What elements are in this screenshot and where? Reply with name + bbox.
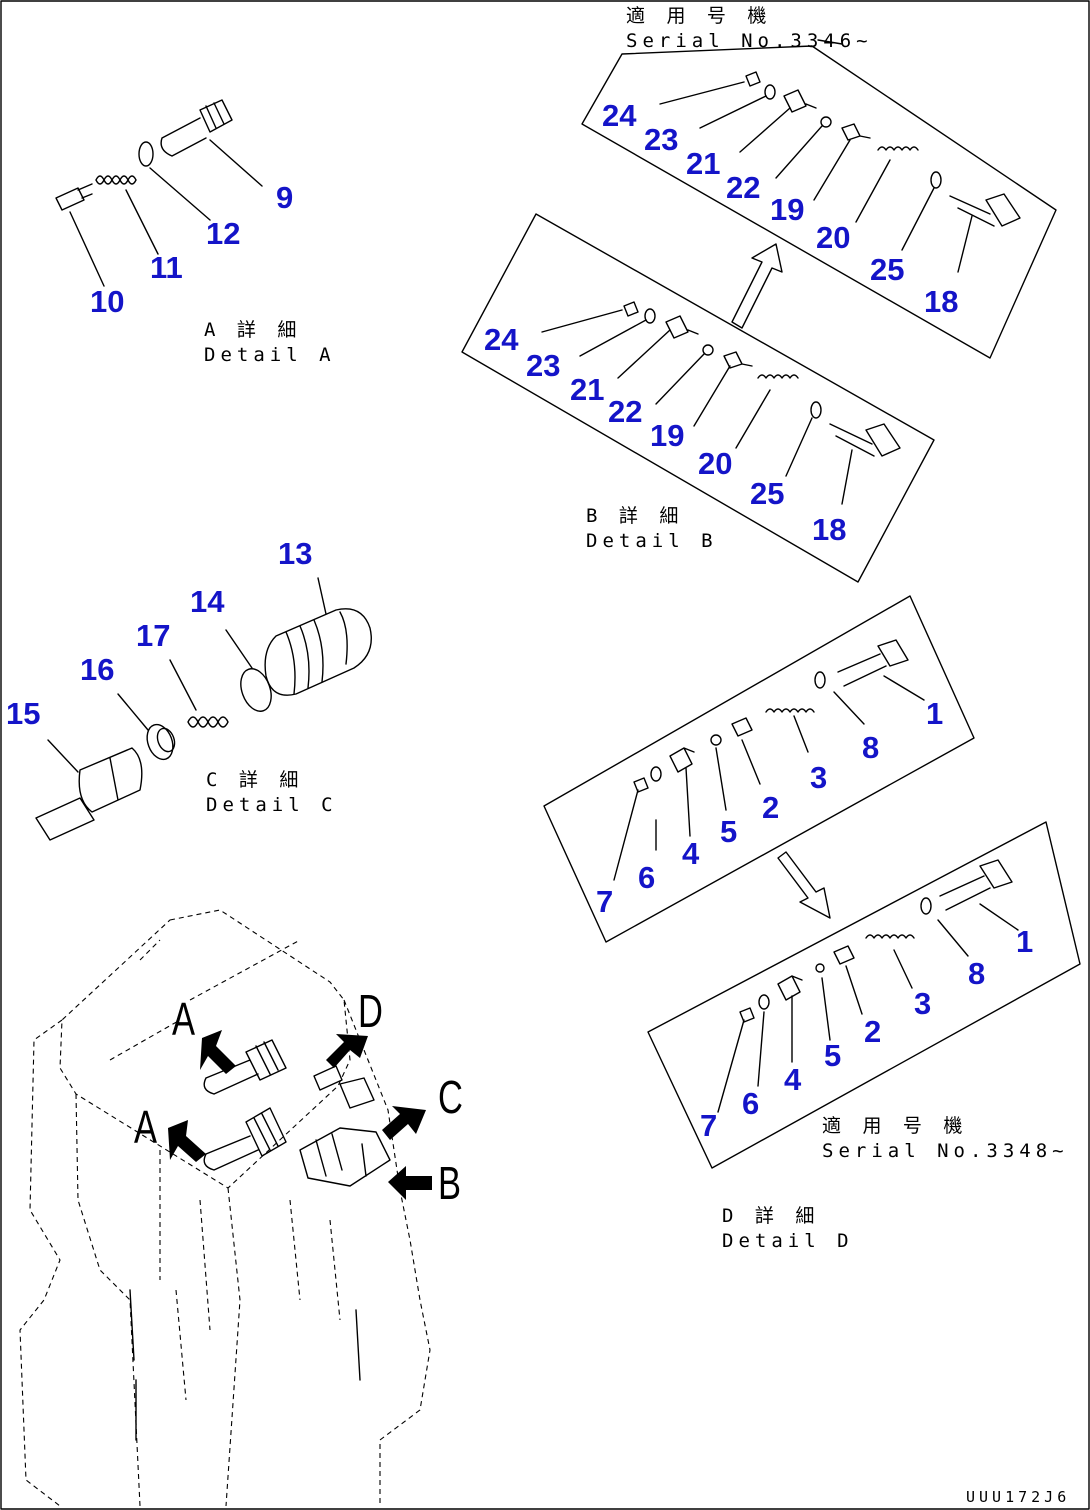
callout-24: 24 [484,322,519,357]
callout-23: 23 [644,122,679,157]
callout-11: 11 [150,250,183,285]
callout-19: 19 [770,192,805,227]
callout-4: 4 [784,1062,802,1097]
callout-16: 16 [80,652,115,687]
callout-8: 8 [968,956,986,991]
callout-14: 14 [190,584,225,619]
arrow-c [382,1106,426,1140]
callout-13: 13 [278,536,313,571]
callout-7: 7 [700,1108,718,1143]
callout-12: 12 [206,216,241,251]
detail-c-parts [35,577,372,841]
callout-18: 18 [924,284,959,319]
callout-7: 7 [596,884,614,919]
callout-17: 17 [136,618,171,653]
callout-6: 6 [742,1086,760,1121]
serial-note-d: 適 用 号 機 Serial No.3348~ [822,1115,1069,1162]
detail-a-caption: A 詳 細 Detail A [204,319,336,366]
callout-3: 3 [914,986,932,1021]
callout-5: 5 [824,1038,842,1073]
detail-b-caption: B 詳 細 Detail B [586,505,718,552]
detail-c-caption: C 詳 細 Detail C [206,769,338,816]
detail-d-lower [647,821,1081,1169]
callout-22: 22 [726,170,761,205]
detail-d-upper [543,595,975,943]
valve-assembly [19,909,432,1507]
callout-19: 19 [650,418,685,453]
detail-d-caption: D 詳 細 Detail D [722,1205,854,1252]
view-letter-a-upper: A [172,993,196,1045]
view-letter-d: D [358,985,383,1037]
callout-8: 8 [862,730,880,765]
callout-9: 9 [276,180,294,215]
callout-20: 20 [816,220,851,255]
detail-d-arrow [777,851,831,919]
serial-note-b: 適 用 号 機 Serial No.3346~ [626,5,873,52]
callout-1: 1 [926,696,944,731]
document-number: UUU172J6 [966,1488,1071,1506]
callout-25: 25 [750,476,785,511]
callout-21: 21 [686,146,721,181]
callout-1: 1 [1016,924,1034,959]
callout-5: 5 [720,814,738,849]
callout-10: 10 [90,284,125,319]
detail-b-arrow [731,243,783,329]
callout-2: 2 [762,790,780,825]
callout-2: 2 [864,1014,882,1049]
arrow-d [326,1034,368,1068]
callout-22: 22 [608,394,643,429]
detail-b-upper [581,39,1057,359]
detail-b-lower [461,213,935,583]
callout-23: 23 [526,348,561,383]
callout-24: 24 [602,98,637,133]
callout-15: 15 [6,696,41,731]
callout-4: 4 [682,836,700,871]
callout-6: 6 [638,860,656,895]
arrow-a-upper [200,1030,236,1074]
arrow-a-lower [168,1120,206,1162]
callout-21: 21 [570,372,605,407]
view-letter-c: C [438,1071,463,1123]
callout-20: 20 [698,446,733,481]
arrow-b [388,1166,432,1200]
callout-3: 3 [810,760,828,795]
view-letter-a-lower: A [134,1101,158,1153]
callout-18: 18 [812,512,847,547]
callout-25: 25 [870,252,905,287]
detail-a-parts [55,99,263,287]
view-letter-b: B [438,1157,462,1209]
